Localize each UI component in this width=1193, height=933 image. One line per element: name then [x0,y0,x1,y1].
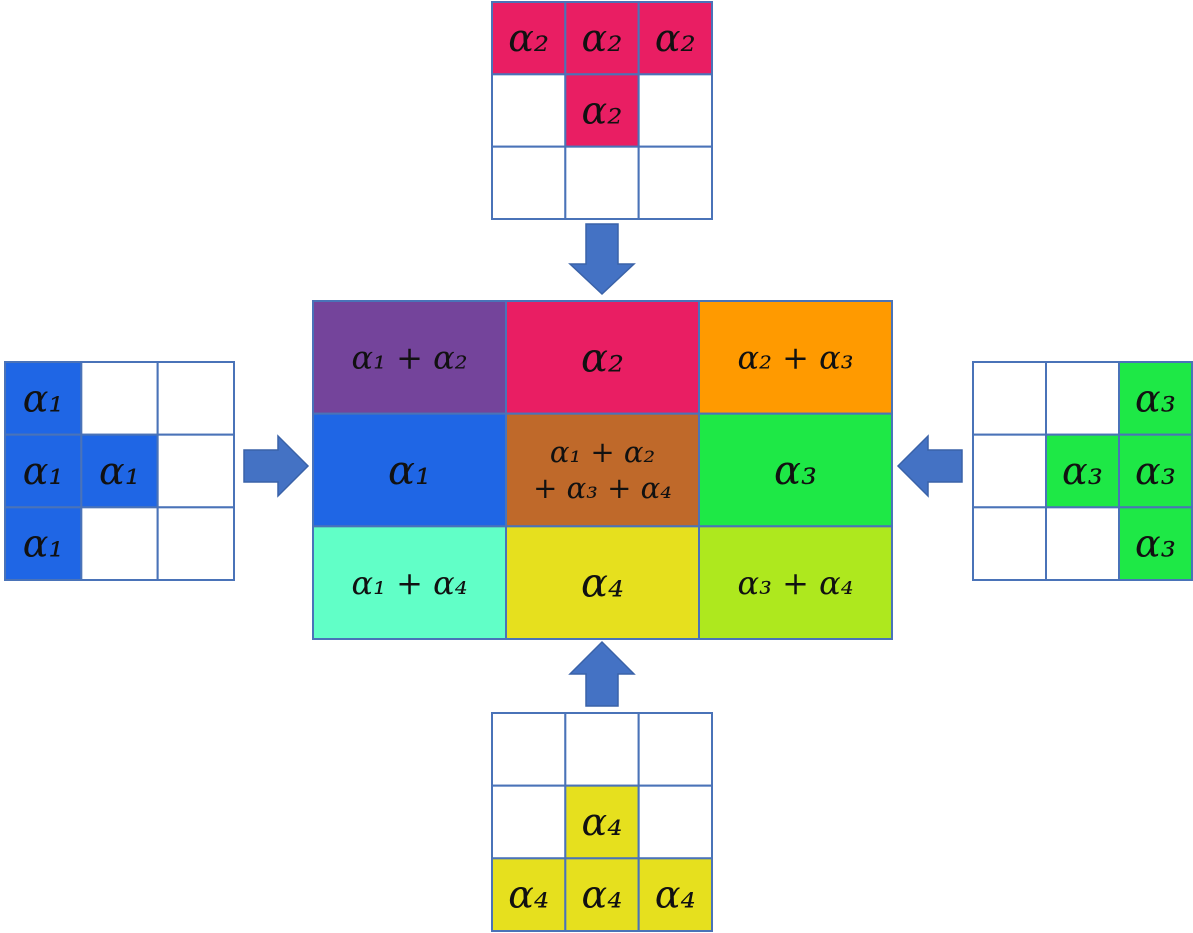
kernel-right-label: α₃ [1135,376,1176,420]
kernel-left-cell [4,506,83,582]
arrow-left-icon [896,434,963,498]
kernel-bottom-label: α₄ [508,873,549,917]
center-cell [698,525,893,640]
kernel-right-cell [972,361,1047,436]
kernel-left-label: α₁ [99,449,140,493]
kernel-right-cell [1118,506,1193,582]
kernel-top-cell [491,1,567,76]
center-cell [505,412,700,528]
center-cell-label: + α₃ + α₄ [533,471,672,505]
kernel-bottom-cell [637,712,714,787]
center-cell-label: α₁ [388,448,431,494]
kernel-left-label: α₁ [23,376,64,420]
kernel-bottom-cell [637,784,714,860]
kernel-bottom-cell [491,784,567,860]
kernel-left-grid: α₁ α₁ α₁ α₁ [4,361,236,582]
kernel-right-cell [972,506,1047,582]
kernel-top-cell [637,145,714,221]
kernel-right-label: α₃ [1062,449,1103,493]
center-cell [312,525,507,640]
center-cell-label: α₁ + α₂ [550,435,655,469]
kernel-left-cell [80,361,159,436]
arrow-down-icon [568,223,636,296]
center-cell-label: α₃ [774,448,817,494]
arrow-up-icon [568,640,636,707]
center-cell-label: α₁ + α₂ [351,339,467,377]
kernel-left-cell [80,506,159,582]
kernel-bottom-grid: α₄ α₄ α₄ α₄ [491,712,714,932]
kernel-right-label: α₃ [1135,522,1176,566]
kernel-top-grid: α₂ α₂ α₂ α₂ [491,1,714,221]
arrow-right-icon [243,434,310,498]
kernel-bottom-cell [637,857,714,932]
arrows-group [243,223,963,707]
kernel-top-label: α₂ [655,16,696,60]
kernel-top-cell [637,73,714,148]
kernel-bottom-cell [491,857,567,932]
kernel-left-cell [156,506,236,582]
kernel-top-cell [564,1,640,76]
kernel-bottom-label: α₄ [582,873,623,917]
center-cell [505,300,700,415]
kernel-left-label: α₁ [23,522,64,566]
center-cell [698,412,893,528]
kernel-top-label: α₂ [582,16,623,60]
kernel-right-cell [1045,433,1120,509]
center-cell-label: α₂ [581,335,624,381]
kernel-left-cell [156,433,236,509]
kernel-bottom-label: α₄ [582,800,623,844]
kernel-left-cell [4,433,83,509]
center-cell [505,525,700,640]
center-cell [698,300,893,415]
center-cell-label: α₁ + α₄ [351,564,467,602]
kernel-right-cell [1045,361,1120,436]
center-cell [312,412,507,528]
kernel-top-cell [491,145,567,221]
kernel-right-cell [972,433,1047,509]
center-cell-label: α₂ + α₃ [737,339,853,377]
kernel-right-cell [1118,433,1193,509]
center-cell-label: α₄ [581,561,624,607]
center-cell-label: α₃ + α₄ [737,564,853,602]
kernel-top-label: α₂ [508,16,549,60]
kernel-top-cell [564,145,640,221]
center-cell [312,300,507,415]
kernel-right-cell [1045,506,1120,582]
kernel-left-label: α₁ [23,449,64,493]
kernel-top-label: α₂ [582,89,623,133]
kernel-bottom-cell [491,712,567,787]
kernel-right-grid: α₃ α₃ α₃ α₃ [972,361,1193,582]
kernel-bottom-label: α₄ [655,873,696,917]
kernel-right-label: α₃ [1135,449,1176,493]
kernel-bottom-cell [564,712,640,787]
kernel-top-cell [491,73,567,148]
kernel-left-cell [156,361,236,436]
